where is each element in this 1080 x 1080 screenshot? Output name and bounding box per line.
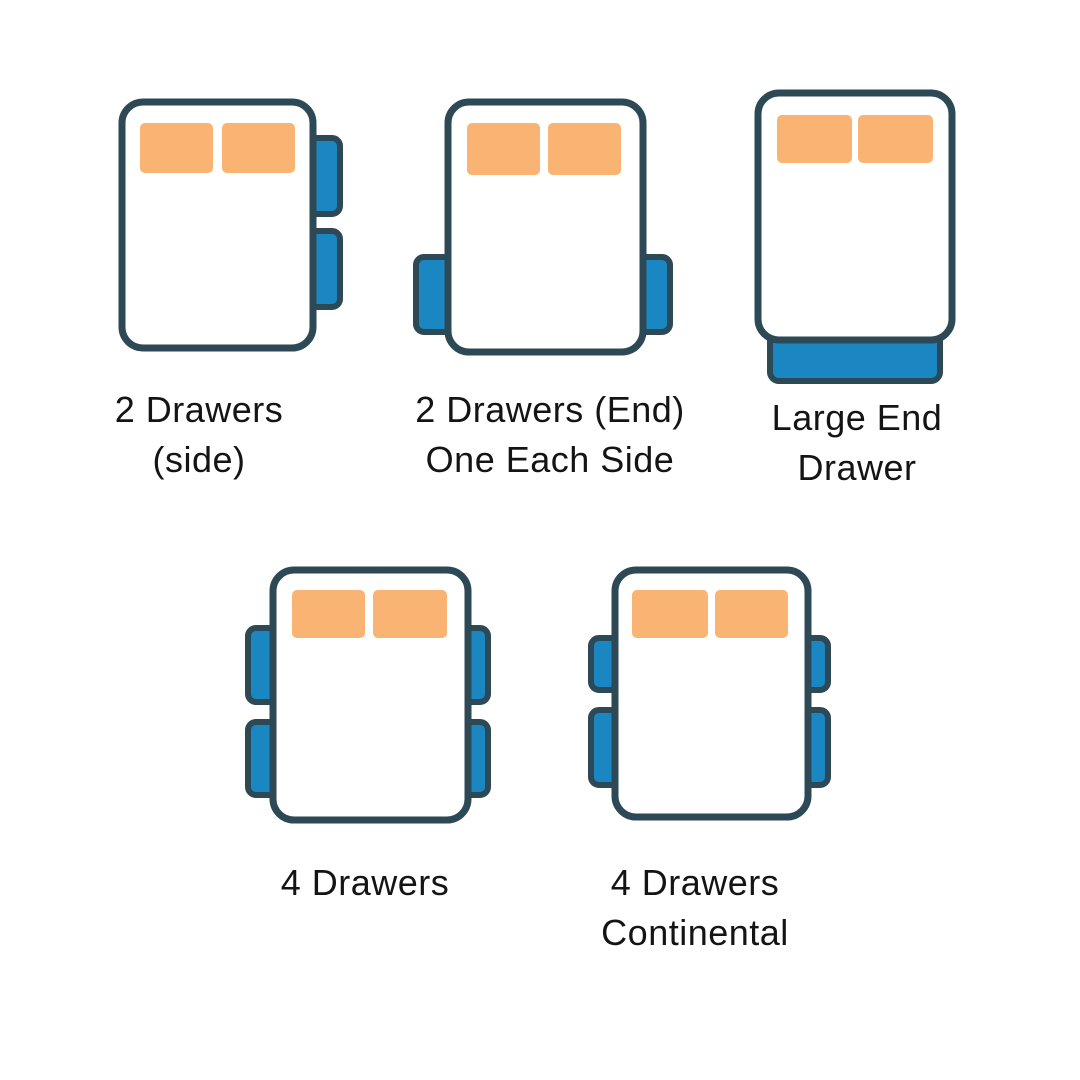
caption-line: Continental bbox=[601, 912, 789, 953]
caption-large-end-drawer: Large End Drawer bbox=[720, 393, 994, 493]
bed-diagram-4-drawers bbox=[245, 566, 491, 824]
pillow-left bbox=[632, 590, 708, 638]
pillow-right bbox=[373, 590, 447, 638]
caption-line: Drawer bbox=[797, 447, 917, 488]
caption-2-drawers-side: 2 Drawers (side) bbox=[85, 385, 313, 485]
caption-4-drawers-continental: 4 Drawers Continental bbox=[570, 858, 820, 958]
pillow-left bbox=[292, 590, 365, 638]
pillow-right bbox=[222, 123, 295, 173]
bed-diagram-2-drawers-side bbox=[118, 98, 343, 352]
caption-line: 2 Drawers (End) bbox=[415, 389, 685, 430]
bed-diagram-4-drawers-continental bbox=[588, 566, 831, 821]
caption-line: 2 Drawers bbox=[114, 389, 284, 430]
caption-line: 4 Drawers bbox=[280, 862, 450, 903]
bed-diagram-large-end-drawer bbox=[754, 89, 956, 384]
bed-diagram-2-drawers-end bbox=[413, 98, 673, 356]
pillow-right bbox=[548, 123, 621, 175]
caption-line: (side) bbox=[152, 439, 246, 480]
pillow-right bbox=[715, 590, 788, 638]
pillow-left bbox=[467, 123, 540, 175]
caption-line: 4 Drawers bbox=[610, 862, 780, 903]
pillow-right bbox=[858, 115, 933, 163]
caption-line: One Each Side bbox=[425, 439, 675, 480]
caption-2-drawers-end: 2 Drawers (End) One Each Side bbox=[380, 385, 720, 485]
caption-4-drawers: 4 Drawers bbox=[251, 858, 479, 908]
pillow-left bbox=[777, 115, 852, 163]
caption-line: Large End bbox=[771, 397, 943, 438]
pillow-left bbox=[140, 123, 213, 173]
